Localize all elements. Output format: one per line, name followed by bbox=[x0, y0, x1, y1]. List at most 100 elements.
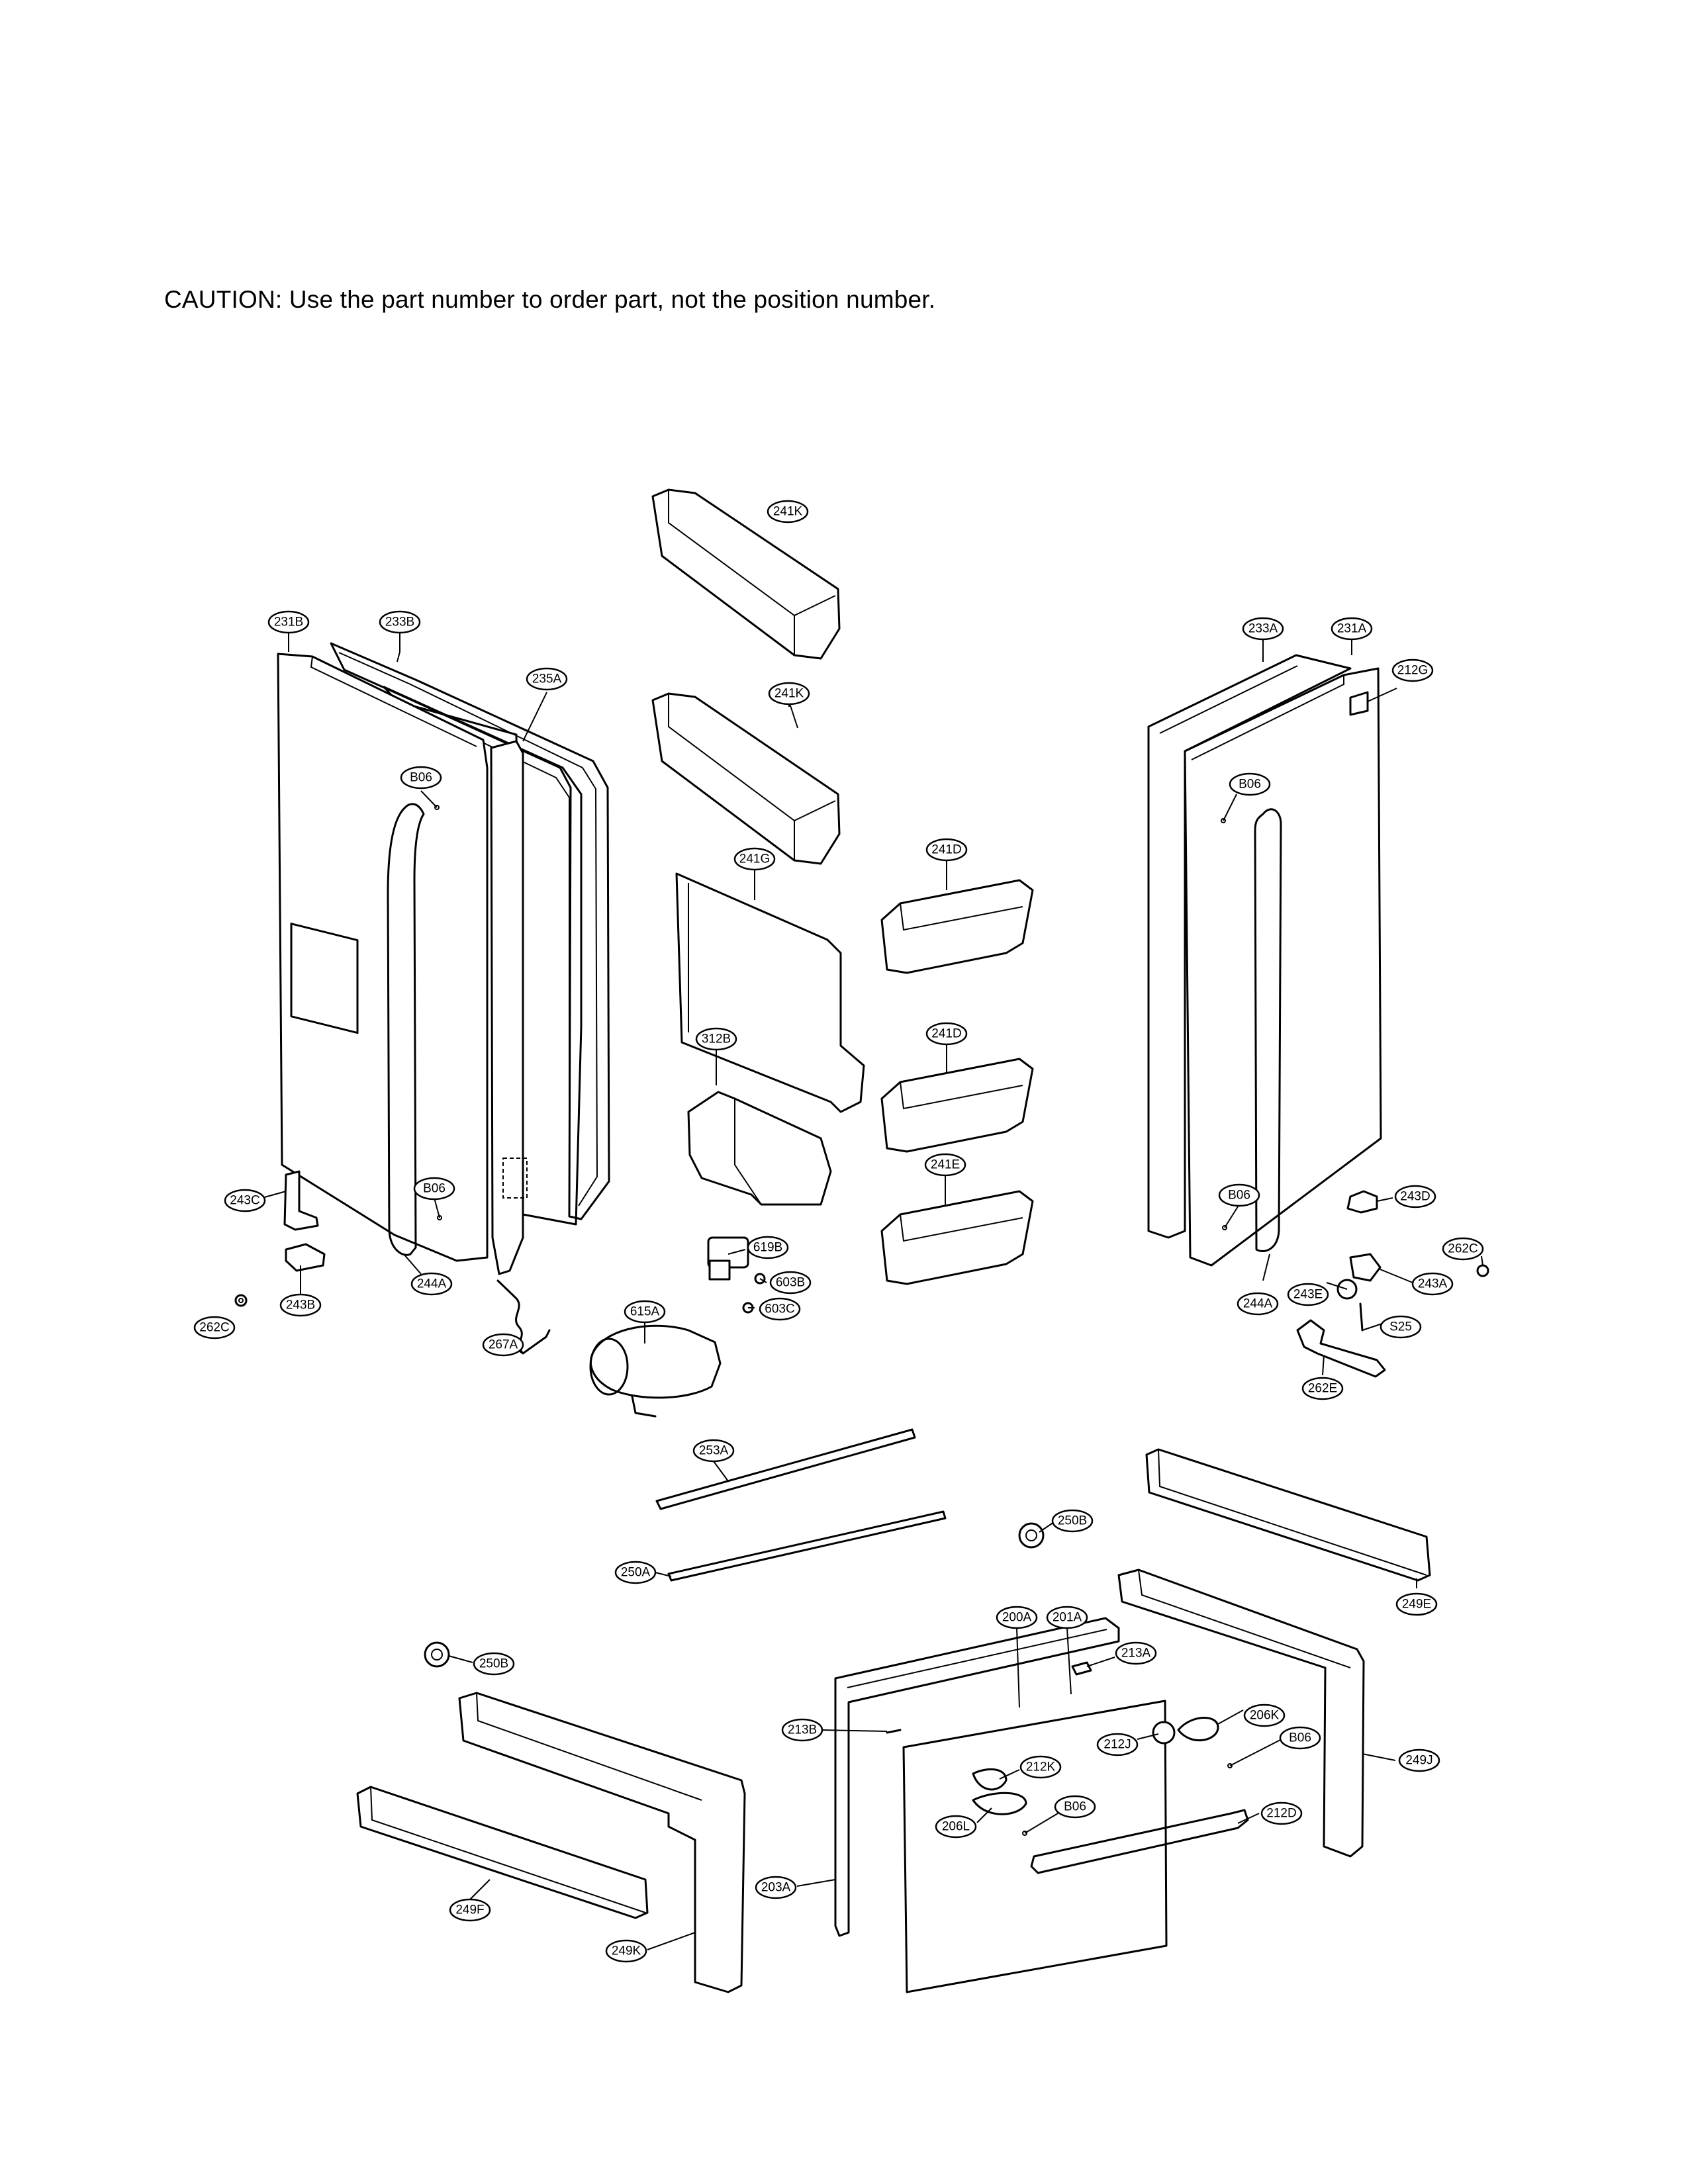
callout-244A-left: 244A bbox=[410, 1272, 453, 1296]
callout-label: 233A bbox=[1248, 622, 1278, 636]
gear-250b-right bbox=[1018, 1522, 1045, 1549]
left-door-panel bbox=[277, 653, 489, 1262]
callout-bubble bbox=[768, 682, 810, 705]
left-door-hinge-strip bbox=[490, 740, 528, 1275]
callout-label: 203A bbox=[761, 1881, 791, 1895]
callout-label: 241K bbox=[774, 687, 804, 701]
callout-244A-right: 244A bbox=[1237, 1292, 1279, 1316]
callout-B06-drawer-mid: B06 bbox=[1054, 1795, 1096, 1819]
callout-label: 206K bbox=[1250, 1709, 1280, 1723]
callout-bubble bbox=[473, 1652, 515, 1676]
callout-label: S25 bbox=[1389, 1320, 1412, 1334]
callout-241D-top: 241D bbox=[925, 838, 968, 862]
callout-bubble bbox=[1051, 1509, 1094, 1533]
callout-bubble bbox=[1398, 1749, 1440, 1772]
callout-bubble bbox=[695, 1027, 737, 1051]
callout-bubble bbox=[1229, 772, 1271, 796]
callout-label: 241G bbox=[739, 852, 770, 866]
callout-bubble bbox=[279, 1293, 322, 1317]
callout-312B: 312B bbox=[695, 1027, 737, 1051]
callout-212G: 212G bbox=[1391, 659, 1434, 682]
callout-231A: 231A bbox=[1331, 617, 1373, 641]
callout-B06-right-bottom: B06 bbox=[1218, 1183, 1260, 1207]
callout-bubble bbox=[1380, 1315, 1422, 1339]
callout-bubble bbox=[624, 1300, 666, 1324]
callout-label: 212D bbox=[1266, 1807, 1296, 1821]
callout-label: 206L bbox=[942, 1820, 970, 1834]
callout-label: 243A bbox=[1418, 1277, 1448, 1291]
callout-bubble bbox=[767, 500, 809, 523]
callout-233B: 233B bbox=[379, 610, 421, 634]
callout-262C-left: 262C bbox=[193, 1316, 236, 1340]
callout-label: 267A bbox=[489, 1338, 518, 1352]
drawer-rail-250a bbox=[667, 1510, 947, 1582]
callout-267A: 267A bbox=[482, 1333, 524, 1357]
callout-250A: 250A bbox=[614, 1561, 657, 1584]
callout-206L: 206L bbox=[935, 1815, 977, 1839]
callout-bubble bbox=[1411, 1272, 1454, 1296]
callout-label: B06 bbox=[1228, 1189, 1250, 1203]
callout-bubble bbox=[759, 1297, 801, 1321]
callout-bubble bbox=[924, 1153, 966, 1177]
callout-241D-mid: 241D bbox=[925, 1022, 968, 1046]
callout-bubble bbox=[379, 610, 421, 634]
callout-label: 249J bbox=[1405, 1754, 1432, 1768]
callout-603B: 603B bbox=[769, 1271, 812, 1295]
callout-label: 233B bbox=[385, 615, 414, 629]
callout-label: B06 bbox=[1289, 1731, 1311, 1745]
callout-201A: 201A bbox=[1046, 1606, 1088, 1629]
callout-212K: 212K bbox=[1019, 1755, 1062, 1779]
callout-label: 243E bbox=[1293, 1288, 1323, 1302]
callout-label: 244A bbox=[417, 1277, 447, 1291]
callout-241E: 241E bbox=[924, 1153, 966, 1177]
callout-249K: 249K bbox=[605, 1939, 647, 1963]
door-bin-middle bbox=[651, 692, 841, 865]
drawer-slide-249f bbox=[356, 1786, 649, 1919]
callout-619B: 619B bbox=[747, 1236, 789, 1259]
callout-212J: 212J bbox=[1096, 1733, 1139, 1756]
callout-213B: 213B bbox=[781, 1718, 823, 1742]
caution-note: CAUTION: Use the part number to order pa… bbox=[164, 286, 936, 313]
callout-262C-right: 262C bbox=[1442, 1237, 1484, 1261]
small-bin-bottom bbox=[880, 1190, 1034, 1285]
callout-262E: 262E bbox=[1301, 1377, 1344, 1400]
callout-bubble bbox=[692, 1439, 735, 1463]
ice-duct bbox=[687, 1091, 832, 1206]
callout-label: B06 bbox=[410, 771, 432, 785]
callout-label: 244A bbox=[1243, 1297, 1273, 1311]
callout-label: 262E bbox=[1308, 1382, 1337, 1396]
left-door-stop-parts bbox=[234, 805, 442, 1307]
right-door-gasket bbox=[1147, 654, 1352, 1239]
callout-label: 213B bbox=[788, 1723, 817, 1737]
drawer-rail-253a bbox=[655, 1428, 916, 1510]
callout-bubble bbox=[781, 1718, 823, 1742]
dispenser-cover bbox=[675, 872, 865, 1113]
callout-bubble bbox=[935, 1815, 977, 1839]
callout-label: 243D bbox=[1400, 1190, 1430, 1204]
callout-bubble bbox=[410, 1272, 453, 1296]
callout-213A: 213A bbox=[1115, 1641, 1157, 1665]
callout-243B: 243B bbox=[279, 1293, 322, 1317]
callout-bubble bbox=[400, 766, 442, 790]
callout-bubble bbox=[996, 1606, 1038, 1629]
callout-label: 250B bbox=[1058, 1514, 1087, 1528]
callout-203A: 203A bbox=[755, 1876, 797, 1899]
drawer-gasket-203a bbox=[834, 1617, 1120, 1937]
callout-bubble bbox=[1115, 1641, 1157, 1665]
callout-241G: 241G bbox=[733, 847, 776, 871]
right-door-panel bbox=[1184, 667, 1382, 1267]
callout-label: 241D bbox=[931, 1027, 961, 1041]
callout-253A: 253A bbox=[692, 1439, 735, 1463]
callout-bubble bbox=[482, 1333, 524, 1357]
callout-bubble bbox=[747, 1236, 789, 1259]
callout-bubble bbox=[1054, 1795, 1096, 1819]
callout-label: 231A bbox=[1337, 622, 1367, 636]
callout-bubble bbox=[224, 1189, 266, 1212]
callout-bubble bbox=[413, 1177, 455, 1201]
callout-235A: 235A bbox=[526, 667, 568, 691]
drawer-slide-249e bbox=[1145, 1448, 1431, 1582]
callout-233A: 233A bbox=[1242, 617, 1284, 641]
drawer-small-parts bbox=[886, 1661, 1233, 1836]
callout-S25: S25 bbox=[1380, 1315, 1422, 1339]
